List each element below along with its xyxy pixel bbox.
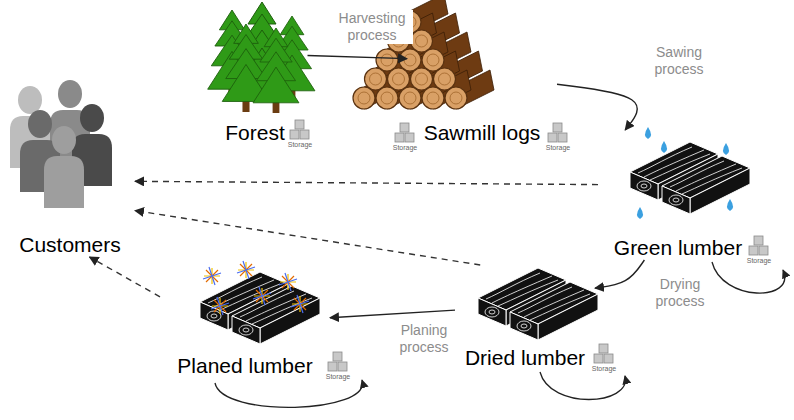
delivery-arrow (90, 257, 161, 297)
lumber-stage: Sawmill logs (407, 10, 557, 145)
storage-label: Storage (288, 141, 313, 148)
storage-label: Storage (747, 257, 772, 264)
dried-lumber-planks (478, 268, 598, 340)
process-arrow (330, 310, 455, 318)
forest-trees (208, 2, 315, 113)
process-label: Planing process (392, 322, 456, 356)
stage-name: Customers (19, 233, 121, 257)
storage-label: Storage (393, 144, 418, 151)
storage-label: Storage (326, 373, 351, 380)
process-arrow (595, 260, 644, 288)
stage-name: Planed lumber (177, 354, 312, 378)
lumber-stage: Planed lumber (160, 262, 330, 378)
delivery-arrow (135, 211, 480, 265)
storage-icons (290, 120, 768, 371)
customer-figures (10, 80, 112, 208)
process-label: Drying process (648, 276, 712, 310)
stage-name: Dried lumber (465, 346, 585, 370)
planed-lumber-planks (200, 261, 320, 344)
stage-name: Sawmill logs (424, 121, 541, 145)
lumber-stage: Dried lumber (455, 265, 595, 370)
green-lumber-planks (630, 127, 750, 219)
process-arrow (557, 84, 637, 130)
process-label: Harvesting process (331, 10, 413, 44)
stage-name: Forest (225, 121, 285, 145)
storage-label: Storage (546, 144, 571, 151)
delivery-arrow (135, 181, 598, 184)
storage-label: Storage (592, 365, 617, 372)
lumber-stage: Customers (5, 85, 135, 257)
lumber-stage: Green lumber (598, 130, 758, 260)
storage-loops (215, 262, 785, 407)
process-label: Sawing process (646, 44, 712, 78)
stage-name: Green lumber (614, 236, 742, 260)
lumber-stage: Forest (203, 3, 308, 145)
process-arrow (308, 56, 408, 59)
